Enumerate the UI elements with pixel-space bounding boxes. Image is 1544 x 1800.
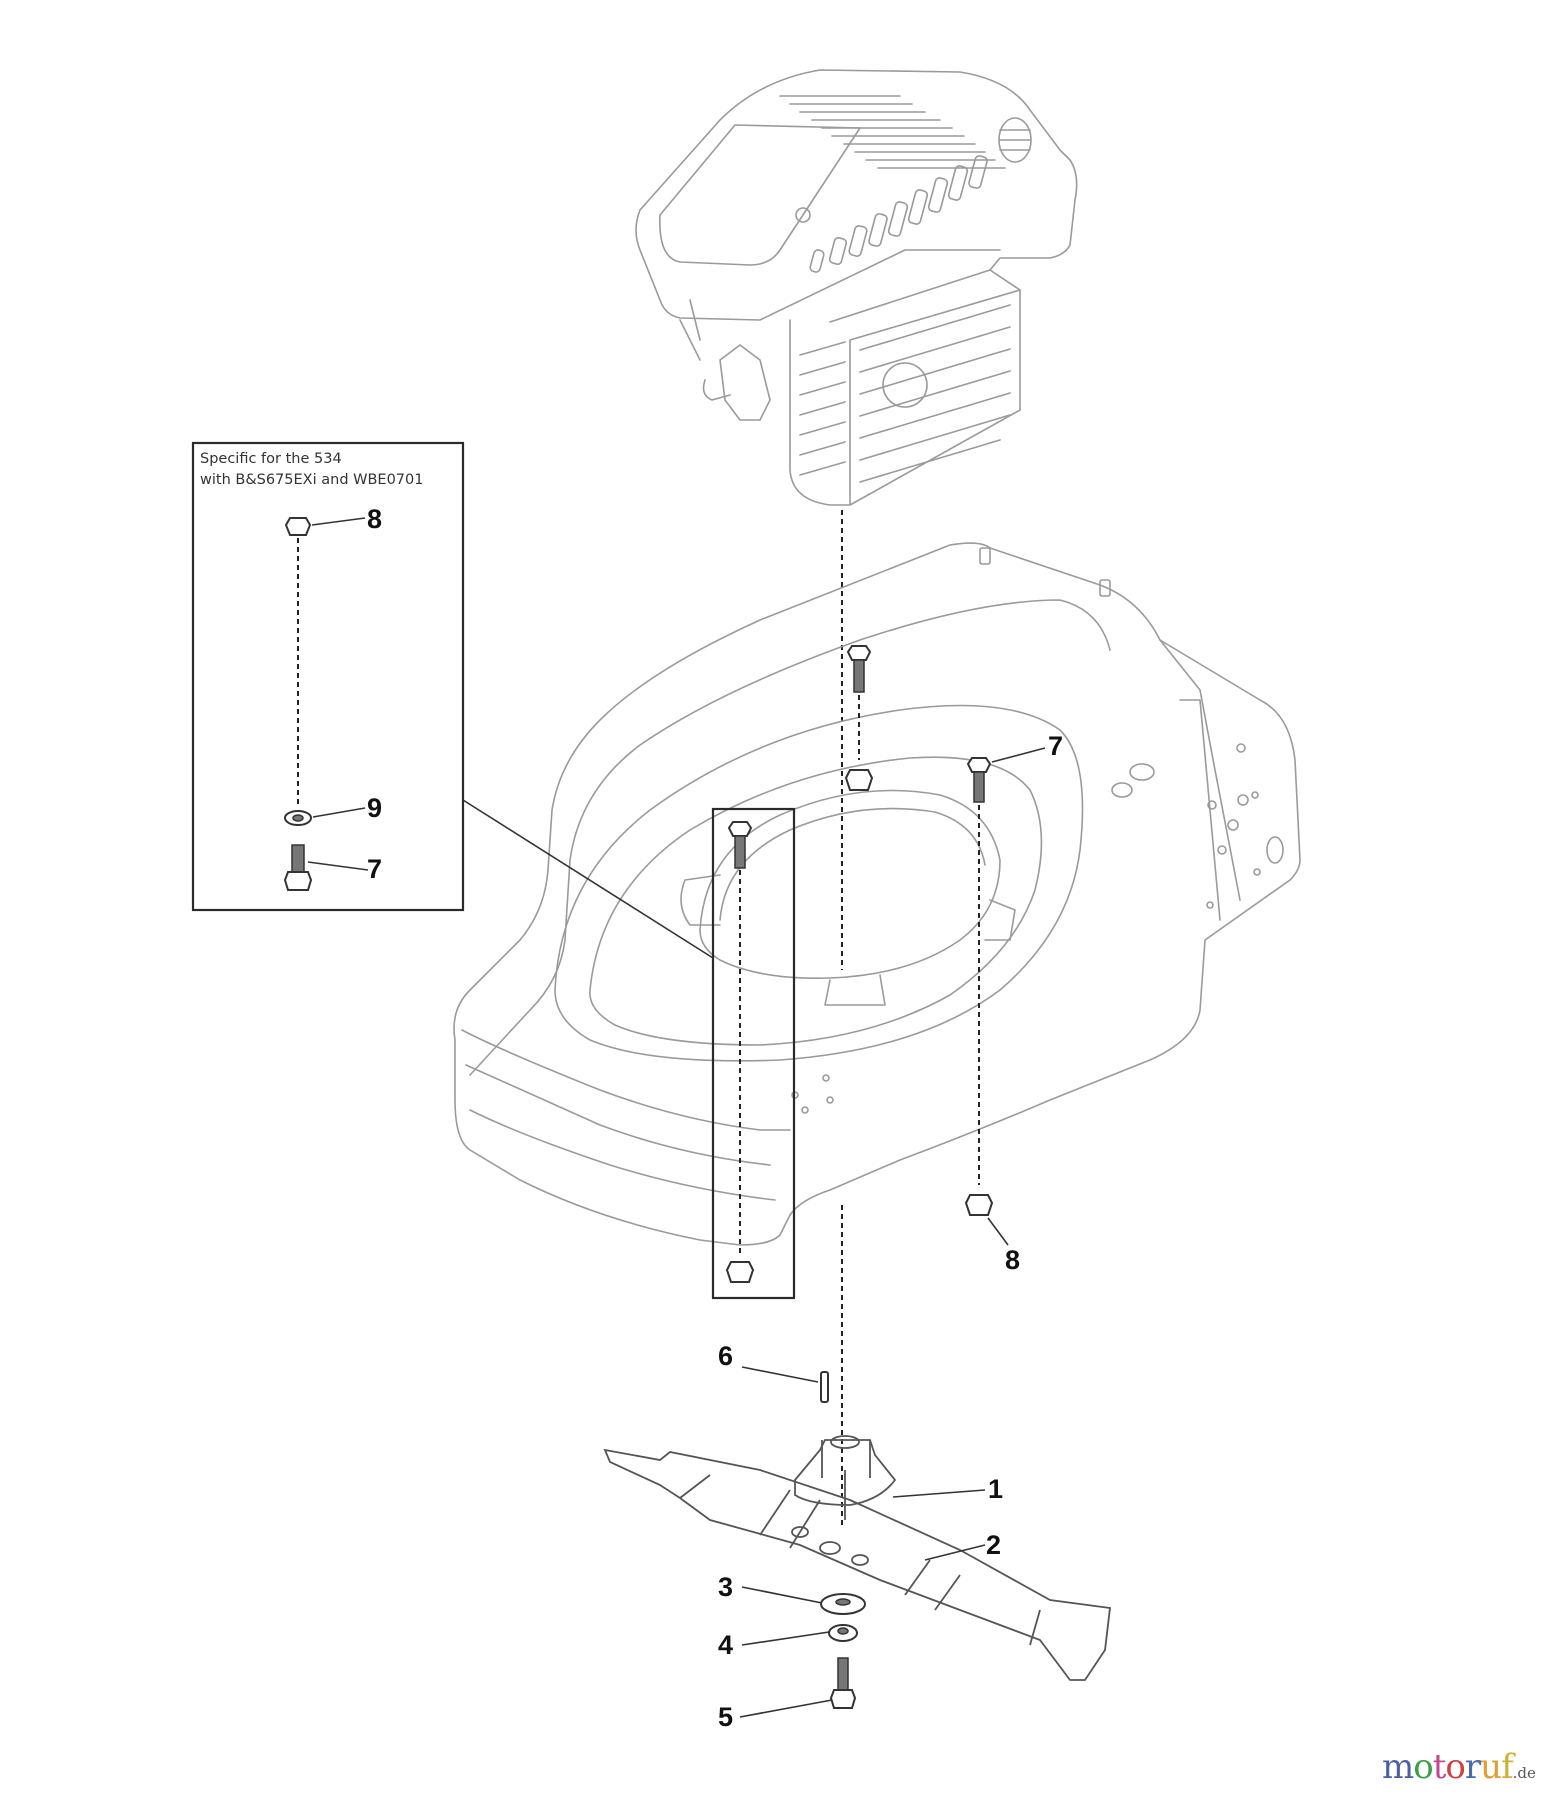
washer-3-illustration xyxy=(820,1593,866,1615)
inset-caption-line2: with B&S675EXi and WBE0701 xyxy=(200,472,424,488)
inset-hardware xyxy=(283,517,369,891)
callout-nut-8: 8 xyxy=(1005,1245,1021,1275)
logo-letter: o xyxy=(1413,1747,1434,1787)
logo-tld: .de xyxy=(1512,1764,1536,1782)
leader-line-2 xyxy=(924,1544,986,1561)
callout-key-6: 6 xyxy=(718,1341,734,1371)
callout-blade-adapter-1: 1 xyxy=(988,1474,1004,1504)
logo-letter: u xyxy=(1480,1747,1502,1787)
callout-bolt-7: 7 xyxy=(1048,731,1064,761)
logo-letter: m xyxy=(1382,1747,1414,1787)
oil-cap-icon xyxy=(998,117,1032,163)
callout-bolt-5: 5 xyxy=(718,1702,734,1732)
leader-line-4 xyxy=(741,1631,830,1646)
leader-line-6 xyxy=(741,1366,819,1383)
frame-bolt-assembly xyxy=(725,821,755,1283)
callout-inset-7: 7 xyxy=(367,854,383,884)
engine-vent-slots xyxy=(809,155,988,273)
blade-bolt-illustration xyxy=(829,1657,857,1709)
logo-letter: t xyxy=(1432,1747,1447,1787)
callout-inset-9: 9 xyxy=(367,793,383,823)
blade-illustration xyxy=(603,1448,1111,1681)
inset-frame xyxy=(191,441,465,912)
leader-line-3 xyxy=(741,1586,823,1604)
logo-letter: f xyxy=(1501,1747,1514,1787)
leader-line-7-right xyxy=(991,747,1046,763)
right-bolt-assembly xyxy=(964,757,994,1216)
logo-letter: o xyxy=(1445,1747,1466,1787)
callout-washer-4: 4 xyxy=(718,1630,734,1660)
leader-line-5 xyxy=(739,1699,833,1718)
key-illustration xyxy=(820,1371,829,1403)
inset-caption: Specific for the 534 with B&S675EXi and … xyxy=(200,449,462,491)
callout-washer-3: 3 xyxy=(718,1572,734,1602)
motoruf-logo: motoruf.de xyxy=(1382,1750,1536,1784)
center-bolt-illustration xyxy=(844,645,874,791)
callout-blade-2: 2 xyxy=(986,1530,1002,1560)
inset-caption-line1: Specific for the 534 xyxy=(200,451,342,467)
engine-fins xyxy=(779,95,1006,169)
logo-letter: r xyxy=(1464,1747,1481,1787)
inset-connector-line xyxy=(462,799,714,959)
leader-line-8-right xyxy=(987,1217,1009,1246)
mower-deck-illustration xyxy=(453,542,1301,1246)
washer-4-illustration xyxy=(828,1624,858,1642)
blade-adapter-illustration xyxy=(794,1435,897,1520)
callout-inset-8: 8 xyxy=(367,504,383,534)
highlight-frame xyxy=(711,807,796,1300)
engine-illustration xyxy=(635,69,1078,506)
leader-line-1 xyxy=(892,1489,986,1498)
